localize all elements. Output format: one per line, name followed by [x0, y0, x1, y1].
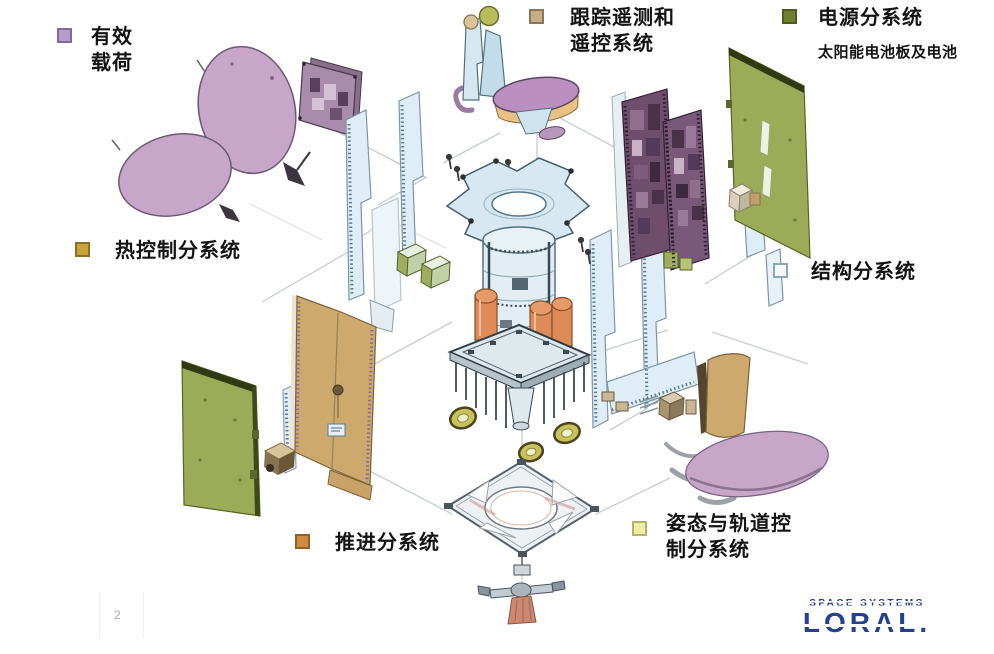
legend-attitude: 姿态与轨道控 制分系统 [632, 511, 792, 563]
legend-swatch-attitude-icon [632, 521, 647, 536]
legend-swatch-structure-icon [773, 263, 788, 278]
legend-propulsion-label: 推进分系统 [335, 532, 440, 554]
legend-tracking-label-line2: 遥控系统 [570, 33, 654, 55]
legend-power-label: 电源分系统 [818, 7, 923, 29]
legend-tracking: 跟踪遥测和 遥控系统 [529, 5, 675, 57]
legend-payload-label-line2: 载荷 [91, 52, 133, 74]
top-equipment-plate [445, 157, 591, 248]
slide-footer-mark-left [99, 592, 100, 638]
payload-dish-antenna-2 [111, 133, 240, 222]
legend-propulsion: 推进分系统 [295, 530, 440, 556]
legend-swatch-thermal-icon [75, 242, 90, 257]
payload-dish-antenna-1 [196, 45, 311, 186]
legend-tracking-label-line1: 跟踪遥测和 [570, 7, 675, 29]
momentum-wheels [449, 406, 581, 463]
legend-structure-label: 结构分系统 [811, 261, 916, 283]
legend-power-sublabel: 太阳能电池板及电池 [818, 44, 958, 61]
logo-loral-text: LORAL. [792, 607, 942, 638]
legend-swatch-power-icon [782, 9, 797, 24]
thermal-radiator-panel-curved [697, 353, 751, 438]
electronics-panels [611, 88, 710, 271]
legend-power: 电源分系统 太阳能电池板及电池 [782, 5, 958, 62]
base-plate [447, 323, 592, 431]
ttc-antenna-assembly [453, 5, 580, 140]
logo-loral-inner: LORAL. [802, 607, 932, 638]
equipment-boxes [263, 183, 761, 475]
page-number: 2 [114, 608, 121, 622]
legend-swatch-propulsion-icon [295, 534, 310, 549]
legend-structure: 结构分系统 [773, 259, 916, 285]
logo-space-systems-inner: SPACE SYSTEMS [809, 597, 926, 610]
legend-payload-label-line1: 有效 [91, 26, 133, 48]
slide-footer-mark-right [143, 592, 144, 638]
legend-swatch-tracking-icon [529, 9, 544, 24]
loral-logo: SPACE SYSTEMS LORAL. [792, 597, 942, 638]
legend-attitude-label-line1: 姿态与轨道控 [666, 513, 792, 535]
base-frame [444, 459, 599, 557]
thermal-radiator-panel [290, 295, 395, 501]
central-core [445, 153, 592, 431]
power-solar-panel-left [181, 360, 261, 517]
legend-thermal-label: 热控制分系统 [115, 240, 241, 262]
thruster-assembly [477, 556, 566, 625]
reflector-dish-bottom-right [664, 430, 829, 505]
legend-payload: 有效 载荷 [57, 24, 133, 76]
power-solar-panel-right [726, 47, 811, 259]
legend-thermal: 热控制分系统 [75, 238, 241, 264]
legend-swatch-payload-icon [57, 28, 72, 43]
legend-attitude-label-line2: 制分系统 [666, 539, 750, 561]
logo-space-systems-text: SPACE SYSTEMS [792, 597, 942, 610]
